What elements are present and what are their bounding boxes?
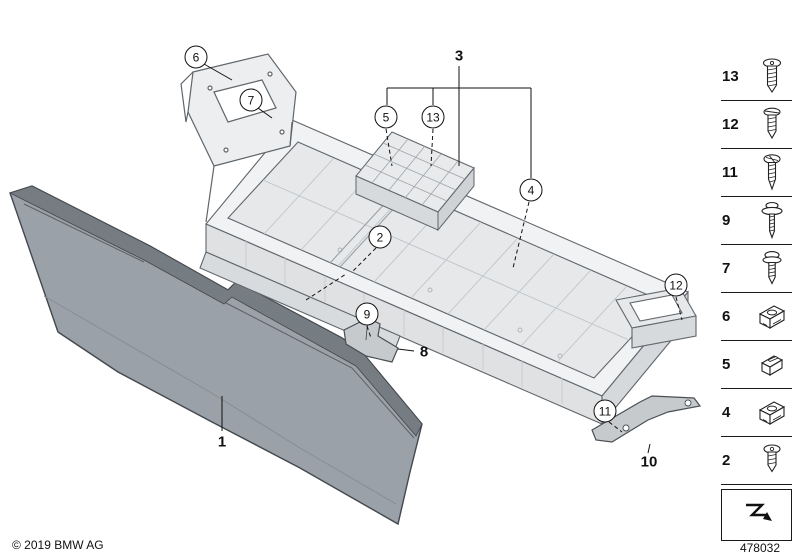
copyright-text: © 2019 BMW AG bbox=[12, 538, 104, 552]
fastener-number: 6 bbox=[722, 308, 731, 325]
fastener-row-9[interactable]: 9 bbox=[721, 197, 792, 245]
carrier-frame bbox=[199, 119, 697, 426]
continuation-box[interactable] bbox=[721, 489, 792, 541]
callout-12[interactable]: 12 bbox=[664, 273, 688, 297]
cage-nut-clip-icon bbox=[753, 295, 791, 339]
callout-4-label: 4 bbox=[527, 183, 535, 197]
callout-2-label: 2 bbox=[376, 230, 384, 244]
part-label-8[interactable]: 8 bbox=[419, 343, 429, 361]
fastener-number: 7 bbox=[722, 260, 731, 277]
cage-nut-clip-icon bbox=[753, 391, 791, 435]
fastener-row-11[interactable]: 11 bbox=[721, 149, 792, 197]
part-label-10[interactable]: 10 bbox=[640, 453, 658, 471]
diagram-number: 478032 bbox=[739, 541, 780, 555]
callout-5[interactable]: 5 bbox=[374, 105, 398, 129]
spring-clip-icon bbox=[753, 343, 791, 387]
fastener-number: 5 bbox=[722, 356, 731, 373]
fastener-number: 4 bbox=[722, 404, 731, 421]
callout-6[interactable]: 6 bbox=[184, 45, 208, 69]
fastener-row-7[interactable]: 7 bbox=[721, 245, 792, 293]
front-retainer-frame bbox=[180, 53, 297, 223]
leader-lines bbox=[203, 63, 683, 454]
center-module bbox=[355, 131, 475, 232]
callout-2[interactable]: 2 bbox=[368, 225, 392, 249]
fastener-row-6[interactable]: 6 bbox=[721, 293, 792, 341]
flange-screw-icon bbox=[753, 247, 791, 291]
callout-4[interactable]: 4 bbox=[519, 178, 543, 202]
callout-7[interactable]: 7 bbox=[239, 88, 263, 112]
side-trim-panel bbox=[8, 185, 423, 526]
callout-7-label: 7 bbox=[247, 93, 255, 107]
callout-13-label: 13 bbox=[426, 110, 440, 124]
fastener-row-13[interactable]: 13 bbox=[721, 53, 792, 101]
callout-11[interactable]: 11 bbox=[593, 399, 617, 423]
fastener-number: 2 bbox=[722, 452, 731, 469]
callout-5-label: 5 bbox=[382, 110, 390, 124]
pan-head-screw-icon bbox=[753, 55, 791, 99]
callout-9[interactable]: 9 bbox=[355, 302, 379, 326]
torx-screw-icon bbox=[753, 439, 791, 483]
pan-head-screw-icon bbox=[753, 103, 791, 147]
callout-12-label: 12 bbox=[669, 278, 683, 292]
callout-6-label: 6 bbox=[192, 50, 200, 64]
fastener-number: 13 bbox=[722, 68, 739, 85]
support-bracket-10 bbox=[591, 395, 702, 443]
part-label-1[interactable]: 1 bbox=[217, 433, 227, 451]
self-tapping-screw-icon bbox=[753, 151, 791, 195]
fastener-number: 9 bbox=[722, 212, 731, 229]
fastener-number: 12 bbox=[722, 116, 739, 133]
callout-11-label: 11 bbox=[598, 404, 612, 418]
callout-9-label: 9 bbox=[363, 307, 371, 321]
see-adjacent-diagram-arrow-icon bbox=[737, 496, 777, 535]
part-label-3[interactable]: 3 bbox=[454, 47, 464, 65]
fastener-number: 11 bbox=[722, 164, 738, 181]
fastener-sidebar: 13 12 11 9 7 6 5 4 bbox=[721, 53, 792, 541]
fastener-row-5[interactable]: 5 bbox=[721, 341, 792, 389]
fastener-row-4[interactable]: 4 bbox=[721, 389, 792, 437]
fastener-row-12[interactable]: 12 bbox=[721, 101, 792, 149]
washer-screw-icon bbox=[753, 199, 791, 243]
fastener-row-2[interactable]: 2 bbox=[721, 437, 792, 485]
callout-13[interactable]: 13 bbox=[421, 105, 445, 129]
